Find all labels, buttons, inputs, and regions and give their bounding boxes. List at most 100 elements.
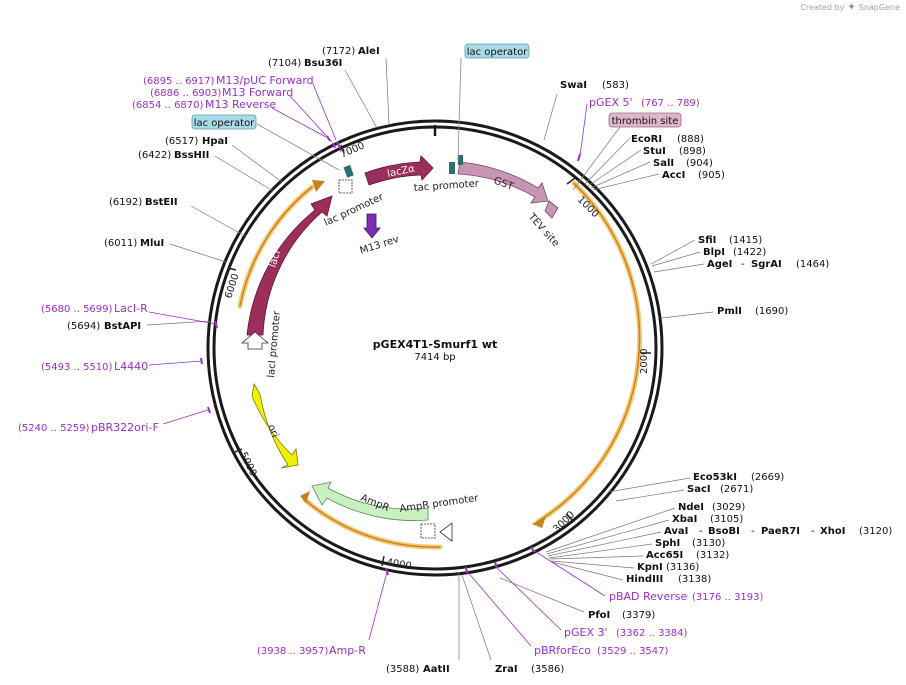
feature-tac-promoter: tac promoter: [413, 162, 480, 194]
site-PmlI-pos: (1690): [755, 306, 788, 317]
site-EcoRI-pos: (888): [677, 134, 704, 145]
site-Acc65I-pos: (3132): [696, 550, 729, 561]
tick-2000: 2000: [639, 349, 650, 374]
site-AleI: AleI: [358, 46, 380, 57]
site-NdeI: NdeI: [678, 502, 704, 513]
site-Acc65I: Acc65I: [646, 550, 683, 561]
site-SacI-pos: (2671): [720, 484, 753, 495]
site-MluI: MluI: [140, 238, 164, 249]
label-tac-promoter: tac promoter: [413, 178, 480, 194]
site-MluI-pos: (6011): [104, 238, 137, 249]
site-Bsu36I-pos: (7104): [268, 58, 301, 69]
restriction-sites-right: SwaI (583) EcoRI (888) StuI (898) SalI (…: [499, 80, 892, 621]
primer-pBRforEco: pBRforEco: [534, 644, 591, 657]
site-XbaI-pos: (3105): [710, 514, 743, 525]
site-AgeI: AgeI: [707, 259, 732, 270]
site-SalI-pos: (904): [686, 158, 713, 169]
label-TEV-site: TEV site: [525, 211, 561, 249]
brand-name: SnapGene: [858, 3, 900, 12]
site-XhoI: XhoI: [820, 526, 845, 537]
site-PfoI: PfoI: [588, 610, 610, 621]
site-Eco53kI: Eco53kI: [693, 472, 737, 483]
site-PmlI: PmlI: [717, 306, 742, 317]
site-SphI-pos: (3130): [692, 538, 725, 549]
site-BstAPI: BstAPI: [104, 321, 141, 332]
snapgene-brand: Created by ✦ SnapGene: [800, 2, 900, 13]
site-XbaI: XbaI: [672, 514, 697, 525]
primer-pGEX3-range: (3362 .. 3384): [616, 628, 688, 639]
primers-left: (6895 .. 6917) M13/pUC Forward (6886 .. …: [18, 74, 388, 657]
primer-LacIR: LacI-R: [114, 302, 148, 315]
feature-ori: ori: [251, 382, 299, 469]
primer-L4440-range: (5493 .. 5510): [41, 362, 113, 373]
primer-pBADrev-range: (3176 .. 3193): [692, 592, 764, 603]
site-AatII-pos: (3588): [386, 664, 419, 675]
feature-M13-rev: M13 rev: [359, 213, 401, 257]
site-SgrAI: SgrAI: [751, 259, 782, 270]
label-M13-rev: M13 rev: [359, 234, 401, 257]
primer-pBR322ori-range: (5240 .. 5259): [18, 423, 90, 434]
feature-lac-promoter: lac promoter: [323, 179, 386, 229]
site-BssHII: BssHII: [174, 150, 209, 161]
label-lac-operator-left: lac operator: [194, 118, 255, 129]
lac-operator-marks: [343, 155, 463, 178]
site-KpnI: KpnI: [637, 562, 663, 573]
site-SacI: SacI: [687, 484, 711, 495]
primer-M13pUC-range: (6895 .. 6917): [143, 76, 215, 87]
boxed-thrombin-site: thrombin site: [572, 112, 682, 191]
label-lac-operator-top: lac operator: [467, 47, 528, 58]
site-SfiI-pos: (1415): [729, 235, 762, 246]
site-StuI-pos: (898): [679, 146, 706, 157]
site-ZraI: ZraI: [495, 664, 518, 675]
primer-pGEX3: pGEX 3': [564, 626, 608, 639]
feature-lacI: lacI: [246, 195, 333, 336]
site-StuI: StuI: [643, 146, 666, 157]
site-HpaI: HpaI: [202, 136, 228, 147]
site-BstEII: BstEII: [145, 197, 178, 208]
primer-pGEX5-range: (767 .. 789): [641, 98, 700, 109]
restriction-sites-left: (7172) AleI (7104) Bsu36I (6517) HpaI (6…: [67, 46, 390, 332]
site-NdeI-pos: (3029): [712, 502, 745, 513]
site-AatII: AatII: [423, 664, 450, 675]
site-AccI: AccI: [662, 170, 685, 181]
site-PfoI-pos: (3379): [622, 610, 655, 621]
site-BsoBI: BsoBI: [708, 526, 740, 537]
site-AvaI-sep1: -: [699, 526, 703, 537]
site-AgeI-sep: -: [741, 259, 745, 270]
primer-AmpR-range: (3938 .. 3957): [257, 646, 329, 657]
primer-pBR322ori: pBR322ori-F: [91, 421, 159, 434]
site-BssHII-pos: (6422): [138, 150, 171, 161]
plasmid-name: pGEX4T1-Smurf1 wt: [373, 338, 498, 351]
site-EcoRI: EcoRI: [631, 134, 662, 145]
boxed-lac-operator-left: lac operator: [191, 114, 340, 171]
site-AvaI-sep3: -: [811, 526, 815, 537]
label-lacI-promoter: lacI promoter: [266, 310, 283, 379]
plasmid-backbone: [206, 119, 664, 577]
feature-TEV-site: TEV site: [525, 200, 561, 249]
site-KpnI-pos: (3136): [666, 562, 699, 573]
site-SalI: SalI: [653, 158, 674, 169]
primer-AmpR: Amp-R: [329, 644, 366, 657]
site-AleI-pos: (7172): [322, 46, 355, 57]
site-SfiI: SfiI: [698, 235, 716, 246]
site-AccI-pos: (905): [698, 170, 725, 181]
site-BlpI: BlpI: [703, 247, 725, 258]
brand-created-by: Created by: [800, 3, 845, 12]
boxed-lac-operator-top: lac operator: [457, 43, 530, 161]
site-HpaI-pos: (6517): [165, 136, 198, 147]
primer-marks: [200, 135, 581, 576]
primer-pBADrev: pBAD Reverse: [609, 590, 687, 603]
label-ori: ori: [265, 423, 280, 439]
site-Eco53kI-pos: (2669): [751, 472, 784, 483]
site-SwaI-pos: (583): [602, 80, 629, 91]
label-thrombin-site: thrombin site: [612, 116, 679, 127]
site-BstEII-pos: (6192): [109, 197, 142, 208]
primers-right: pGEX 5' (767 .. 789) pBAD Reverse (3176 …: [465, 96, 764, 657]
label-AmpR-promoter: AmpR promoter: [399, 493, 480, 515]
primer-M13pUC: M13/pUC Forward: [216, 74, 314, 87]
site-HindIII: HindIII: [626, 574, 663, 585]
site-BlpI-pos: (1422): [733, 247, 766, 258]
feature-lacZa: lacZα: [364, 155, 434, 186]
site-HindIII-pos: (3138): [678, 574, 711, 585]
